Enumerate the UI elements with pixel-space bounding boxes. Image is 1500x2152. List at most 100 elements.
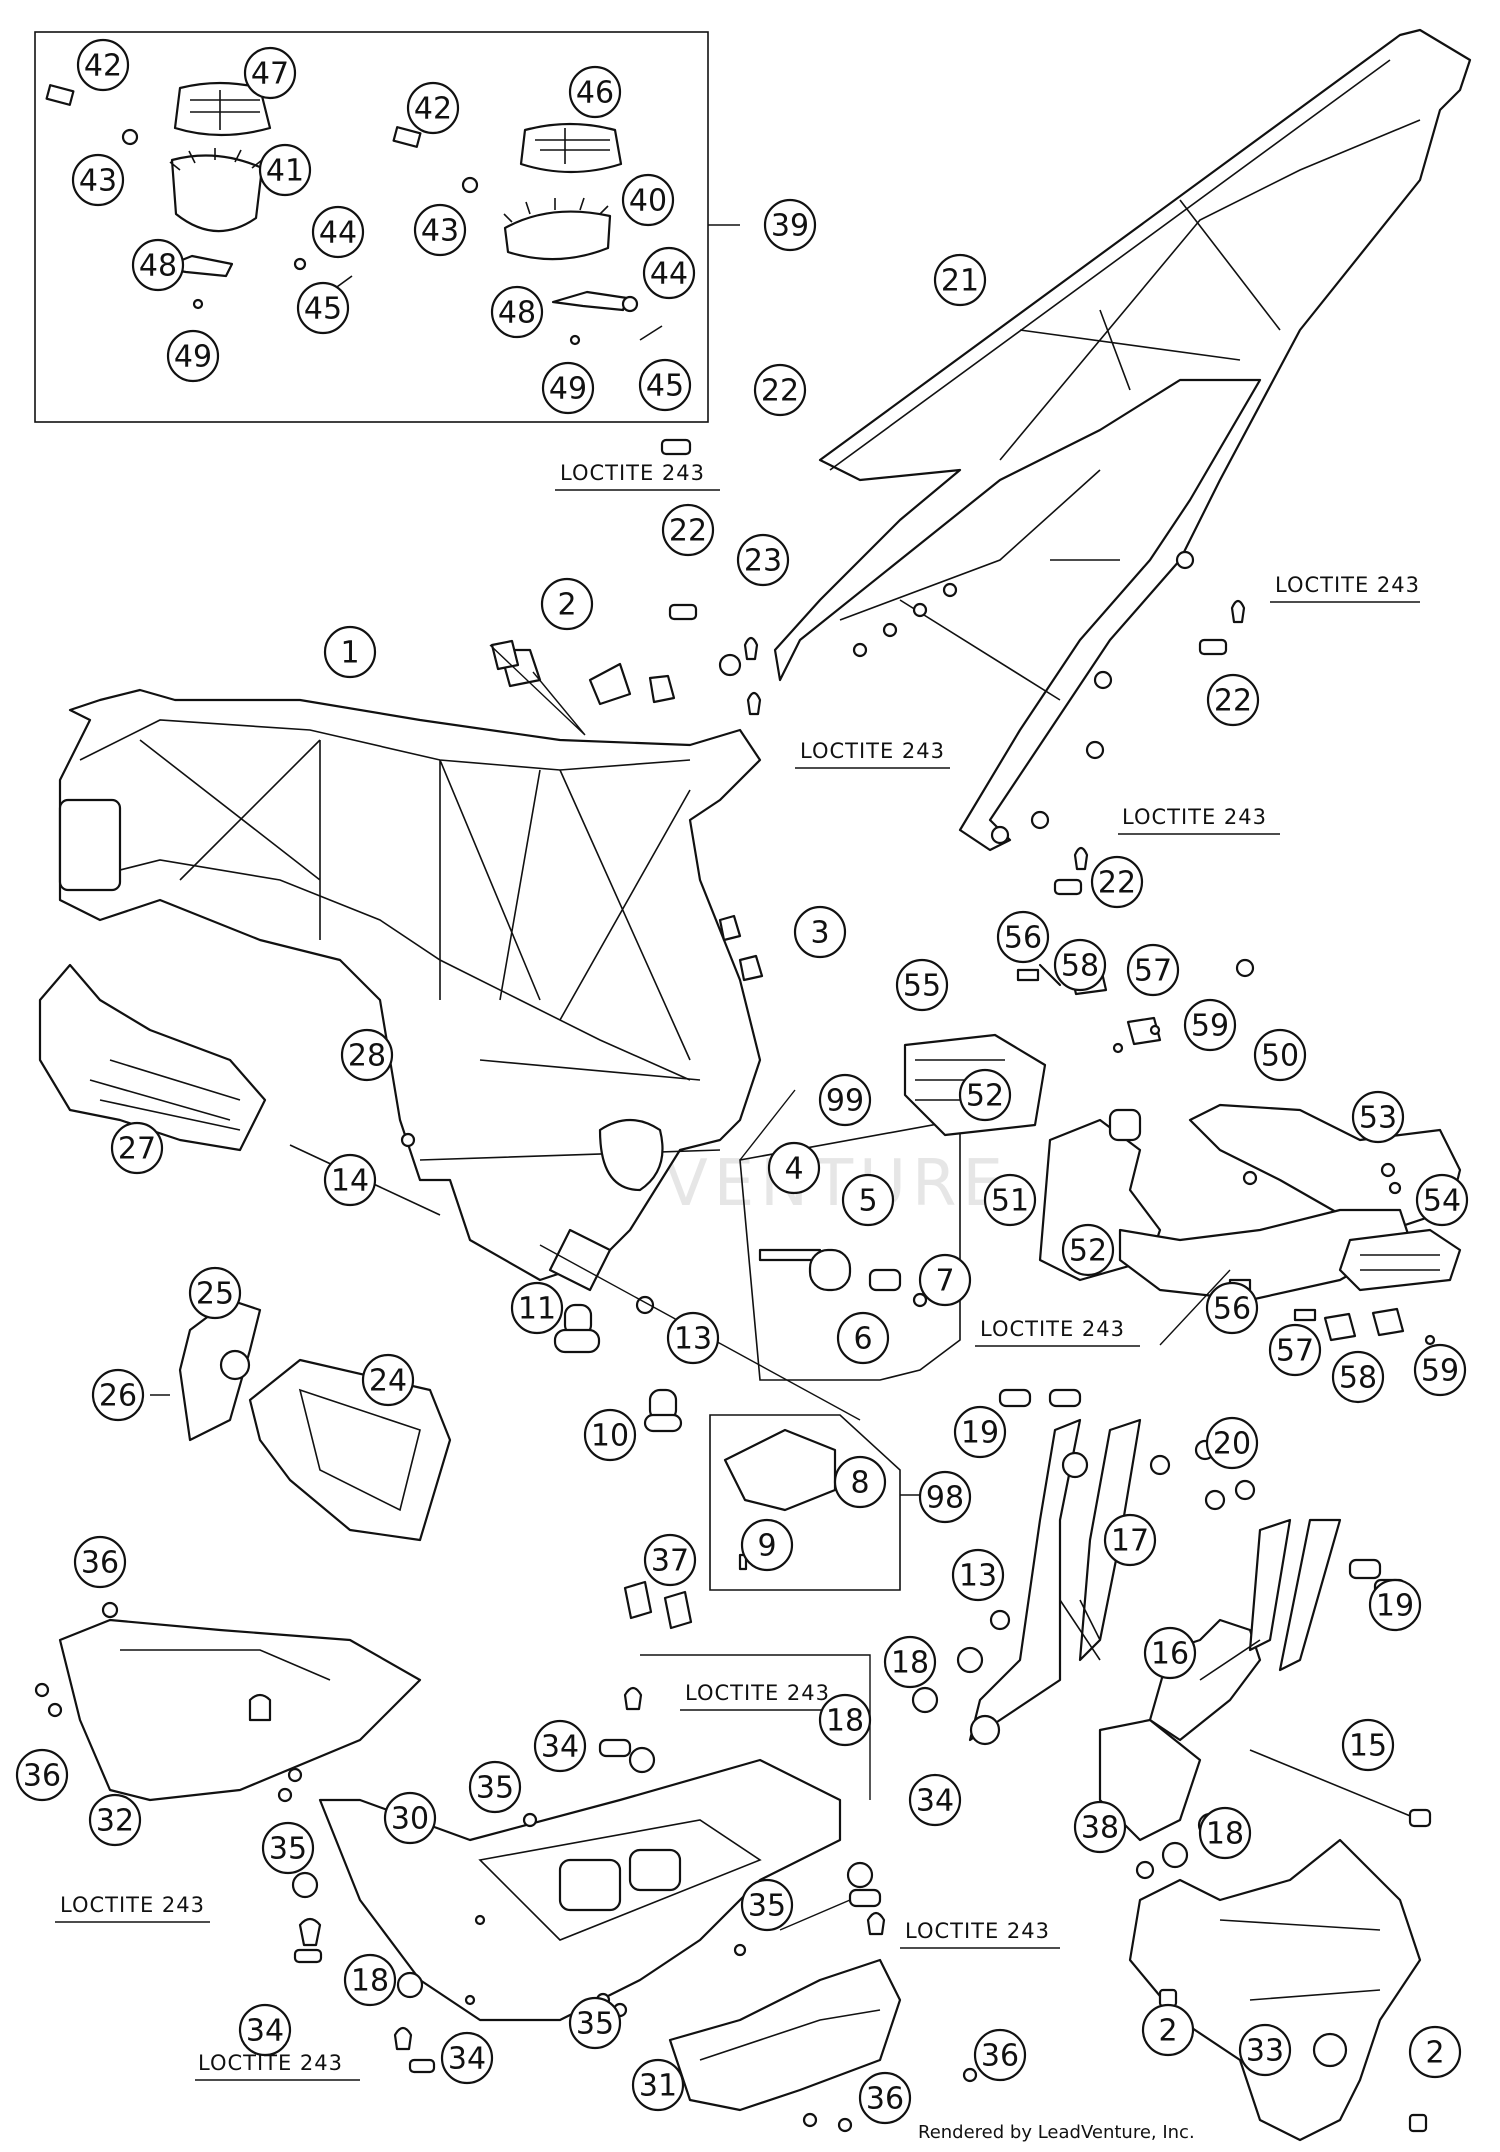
callout-number: 43 [421, 214, 459, 249]
render-credit: Rendered by LeadVenture, Inc. [918, 2122, 1195, 2143]
callout-number: 58 [1061, 949, 1099, 984]
callout-number: 6 [853, 1322, 872, 1357]
callout-circle [583, 1408, 637, 1462]
callout-number: 53 [1359, 1101, 1397, 1136]
callout-18: 18 [818, 1693, 872, 1747]
callout-circle [642, 246, 696, 300]
callout-number: 1 [340, 636, 359, 671]
main-frame [58, 648, 762, 1292]
callout-number: 54 [1423, 1184, 1461, 1219]
callout-number: 22 [1098, 866, 1136, 901]
callout-number: 51 [991, 1184, 1029, 1219]
callout-number: 19 [961, 1416, 999, 1451]
callout-47: 47 [243, 46, 297, 100]
callout-circle [666, 1311, 720, 1365]
callout-2: 2 [1408, 2025, 1462, 2079]
callout-3: 3 [793, 905, 847, 959]
callout-number: 57 [1134, 954, 1172, 989]
callout-9: 9 [740, 1518, 794, 1572]
callout-number: 46 [576, 76, 614, 111]
callout-circle [951, 1548, 1005, 1602]
callout-number: 58 [1339, 1361, 1377, 1396]
callout-58: 58 [1331, 1350, 1385, 1404]
loctite-notes: LOCTITE 243 LOCTITE 243 LOCTITE 243 LOCT… [55, 461, 1420, 2081]
callout-number: 50 [1261, 1039, 1299, 1074]
callout-number: 18 [891, 1646, 929, 1681]
callout-number: 49 [174, 340, 212, 375]
callout-number: 8 [850, 1466, 869, 1501]
callout-1: 1 [323, 625, 377, 679]
callout-number: 36 [23, 1759, 61, 1794]
callout-number: 45 [646, 369, 684, 404]
callout-number: 32 [96, 1804, 134, 1839]
loctite-note: LOCTITE 243 [685, 1681, 830, 1705]
callout-7: 7 [918, 1253, 972, 1307]
callout-55: 55 [895, 958, 949, 1012]
callout-circle [540, 577, 594, 631]
callout-number: 17 [1111, 1524, 1149, 1559]
callout-number: 33 [1246, 2034, 1284, 2069]
callout-18: 18 [1198, 1806, 1252, 1860]
callout-number: 2 [1158, 2014, 1177, 2049]
callout-circle [736, 533, 790, 587]
callout-number: 42 [84, 49, 122, 84]
callout-circle [343, 1953, 397, 2007]
callout-35: 35 [261, 1821, 315, 1875]
callout-circle [643, 1533, 697, 1587]
callout-circle [1141, 2003, 1195, 2057]
callout-circle [740, 1878, 794, 1932]
callout-25: 25 [188, 1266, 242, 1320]
callout-5: 5 [841, 1173, 895, 1227]
callout-number: 30 [391, 1802, 429, 1837]
callout-circle [406, 81, 460, 135]
callout-42: 42 [76, 38, 130, 92]
callout-circle [76, 38, 130, 92]
callout-35: 35 [468, 1760, 522, 1814]
callout-circle [996, 910, 1050, 964]
callout-circle [131, 238, 185, 292]
callout-circle [621, 173, 675, 227]
callout-number: 56 [1004, 921, 1042, 956]
callout-number: 44 [319, 216, 357, 251]
callout-20: 20 [1205, 1416, 1259, 1470]
callout-19: 19 [953, 1405, 1007, 1459]
callout-number: 36 [866, 2082, 904, 2117]
callout-number: 3 [810, 916, 829, 951]
callout-circle [323, 625, 377, 679]
loctite-note: LOCTITE 243 [60, 1893, 205, 1917]
callout-22: 22 [1090, 855, 1144, 909]
callout-number: 43 [79, 164, 117, 199]
callout-45: 45 [296, 281, 350, 335]
callout-circle [468, 1760, 522, 1814]
shaft [1249, 1749, 1421, 1821]
callout-number: 49 [549, 372, 587, 407]
callout-44: 44 [642, 246, 696, 300]
callout-number: 99 [826, 1084, 864, 1119]
side-stand-parts [150, 1298, 452, 1542]
callout-circle [1415, 1173, 1469, 1227]
callout-circle [296, 281, 350, 335]
callout-49: 49 [166, 329, 220, 383]
callout-59: 59 [1413, 1343, 1467, 1397]
callout-44: 44 [311, 205, 365, 259]
callout-22: 22 [661, 503, 715, 557]
callout-number: 13 [959, 1559, 997, 1594]
callout-36: 36 [973, 2028, 1027, 2082]
callout-number: 22 [1214, 684, 1252, 719]
callout-34: 34 [908, 1773, 962, 1827]
callout-number: 56 [1213, 1292, 1251, 1327]
callout-circle [188, 1266, 242, 1320]
callout-number: 35 [748, 1889, 786, 1924]
callout-number: 34 [916, 1784, 954, 1819]
callout-circle [883, 1635, 937, 1689]
callout-number: 35 [269, 1832, 307, 1867]
callout-28: 28 [340, 1028, 394, 1082]
callout-11: 11 [510, 1281, 564, 1335]
callout-number: 10 [591, 1419, 629, 1454]
callout-16: 16 [1143, 1626, 1197, 1680]
callout-46: 46 [568, 65, 622, 119]
callout-45: 45 [638, 358, 692, 412]
callout-number: 34 [541, 1730, 579, 1765]
callout-number: 44 [650, 257, 688, 292]
callout-52: 52 [958, 1068, 1012, 1122]
